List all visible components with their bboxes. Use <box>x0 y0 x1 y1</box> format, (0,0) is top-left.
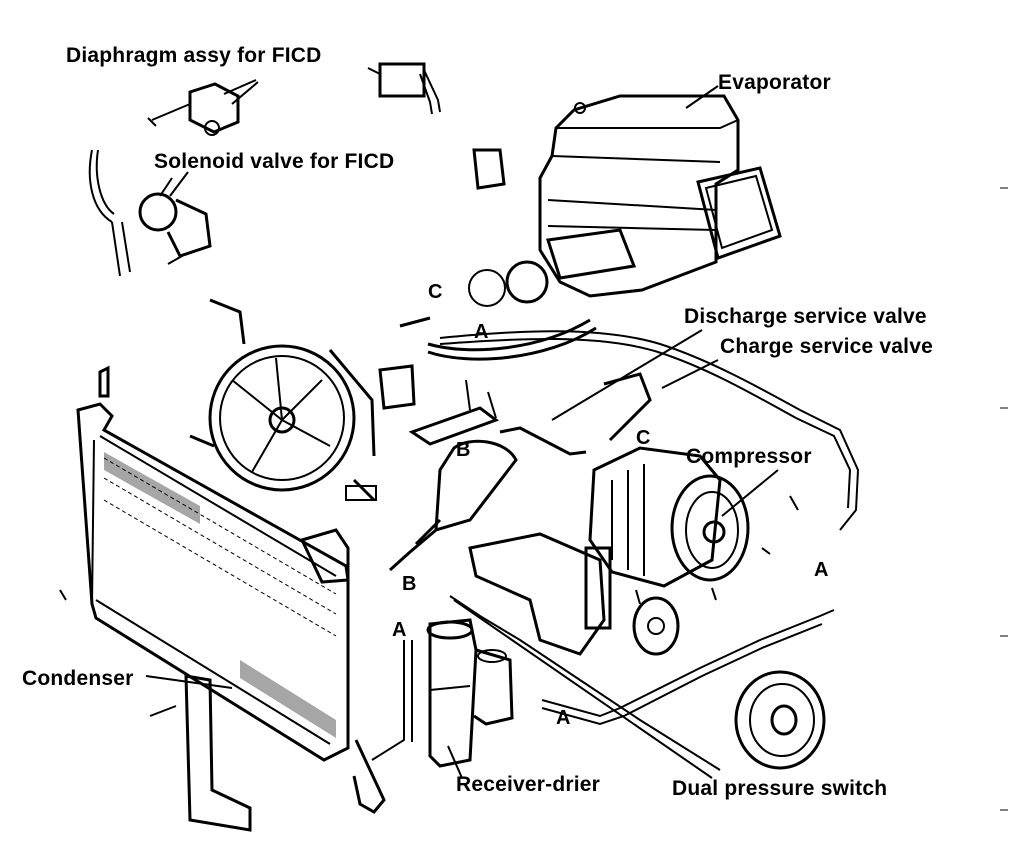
relay-part <box>367 62 441 115</box>
label-charge-service-valve: Charge service valve <box>720 335 933 358</box>
crank-pulley <box>734 670 826 770</box>
marker-b-bracket: B <box>456 439 471 461</box>
compressor <box>468 446 799 656</box>
callout-leaders <box>145 81 779 779</box>
marker-c-right: C <box>636 427 651 449</box>
solenoid-valve <box>88 149 212 277</box>
marker-a-receiver: A <box>392 619 407 641</box>
marker-a-top: A <box>474 321 489 343</box>
label-condenser: Condenser <box>22 667 134 690</box>
label-solenoid-valve: Solenoid valve for FICD <box>154 150 395 173</box>
diaphragm-assy <box>147 79 257 136</box>
label-dual-pressure-switch: Dual pressure switch <box>672 777 888 800</box>
condenser-fan <box>189 298 377 502</box>
label-evaporator: Evaporator <box>718 71 831 94</box>
marker-b-bottom: B <box>402 573 417 595</box>
bracket-relay <box>378 364 416 410</box>
marker-a-bottom: A <box>556 707 571 729</box>
small-bracket-part <box>472 148 506 190</box>
refrigerant-lines <box>371 316 860 771</box>
label-diaphragm-assy: Diaphragm assy for FICD <box>66 44 322 67</box>
evaporator <box>468 94 782 307</box>
receiver-drier <box>426 618 514 768</box>
marker-c-top: C <box>428 281 443 303</box>
label-receiver-drier: Receiver-drier <box>456 773 601 796</box>
margin-ticks <box>1000 187 1008 811</box>
bracket-b <box>408 379 500 446</box>
label-discharge-service-valve: Discharge service valve <box>684 305 927 328</box>
label-compressor: Compressor <box>686 445 812 468</box>
condenser <box>59 365 386 832</box>
marker-a-compressor: A <box>814 559 829 581</box>
